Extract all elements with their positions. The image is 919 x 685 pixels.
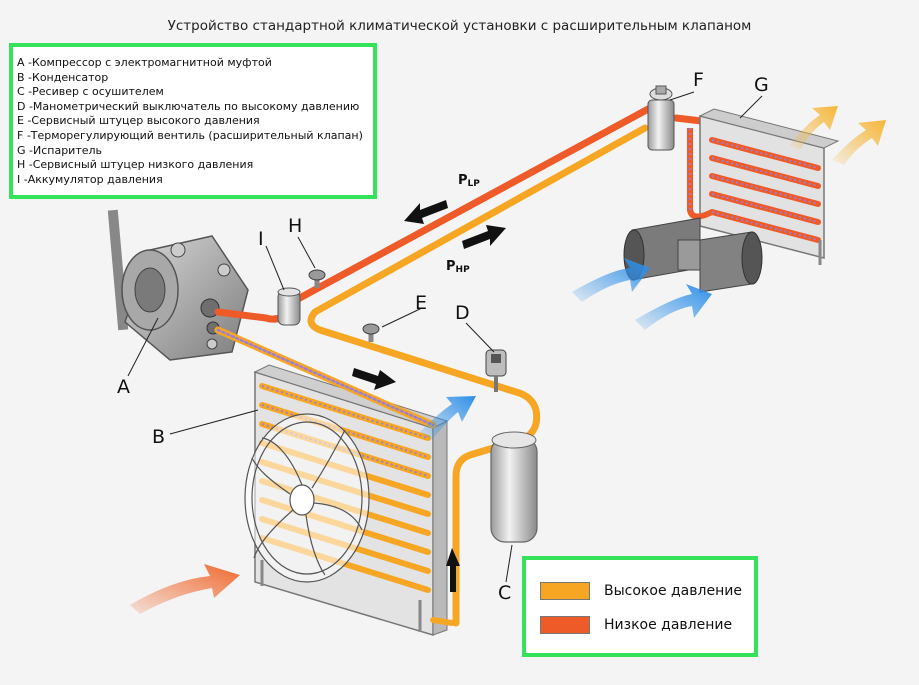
receiver-drier	[490, 431, 538, 543]
cold-air-arrow	[420, 396, 476, 440]
service-port-high	[362, 323, 380, 342]
legend-item: G -Испаритель	[17, 143, 103, 157]
legend-item: E -Сервисный штуцер высокого давления	[17, 114, 260, 128]
legend-item: F -Терморегулирующий вентиль (расширител…	[17, 128, 363, 142]
label-c: C	[498, 582, 512, 604]
legend-item: H -Сервисный штуцер низкого давления	[17, 158, 254, 172]
flow-arrow-right	[352, 368, 396, 390]
pressure-legend: Высокое давление Низкое давление	[522, 556, 758, 657]
label-d: D	[455, 302, 470, 324]
pressure-legend-low: Низкое давление	[540, 616, 732, 634]
flow-arrow-right	[462, 225, 506, 249]
cold-air-arrow	[572, 258, 650, 302]
flow-arrow-up	[446, 548, 460, 592]
component-legend: A -Компрессор с электромагнитной муфтой …	[9, 43, 377, 199]
label-f: F	[693, 69, 704, 91]
hot-air-arrow	[130, 564, 240, 614]
warm-air-arrow	[832, 120, 886, 165]
label-a: A	[117, 376, 130, 398]
legend-item: D -Манометрический выключатель по высоко…	[17, 99, 360, 113]
page-title: Устройство стандартной климатической уст…	[167, 18, 752, 34]
high-pressure-label: Высокое давление	[604, 583, 742, 599]
label-i: I	[258, 228, 264, 250]
airflow-arrows	[130, 106, 886, 614]
label-b: B	[152, 426, 166, 448]
legend-item: C -Ресивер с осушителем	[17, 85, 164, 99]
warm-air-arrow	[790, 106, 838, 150]
service-port-low	[308, 269, 326, 288]
flow-arrow-left	[404, 200, 448, 224]
low-pressure-swatch	[540, 616, 590, 634]
label-h: H	[288, 215, 303, 237]
high-pressure-swatch	[540, 582, 590, 600]
high-pressure-line	[214, 124, 649, 627]
label-e: E	[415, 292, 428, 314]
legend-item: I -Аккумулятор давления	[17, 172, 163, 186]
legend-item: A -Компрессор с электромагнитной муфтой	[17, 56, 272, 69]
component-legend-list: A -Компрессор с электромагнитной муфтой …	[13, 47, 373, 187]
leader-lines	[127, 91, 763, 583]
low-pressure-marker: PLP	[458, 173, 480, 189]
accumulator	[277, 287, 301, 326]
flow-direction-arrows	[352, 200, 506, 592]
pressure-legend-high: Высокое давление	[540, 582, 742, 600]
pressure-switch	[485, 349, 507, 392]
expansion-valve	[647, 85, 675, 151]
cold-air-arrow	[635, 284, 712, 330]
low-pressure-label: Низкое давление	[604, 617, 733, 633]
high-pressure-marker: PHP	[446, 259, 470, 275]
legend-item: B -Конденсатор	[17, 70, 109, 84]
label-g: G	[754, 74, 769, 96]
condenser-fan	[244, 413, 370, 583]
